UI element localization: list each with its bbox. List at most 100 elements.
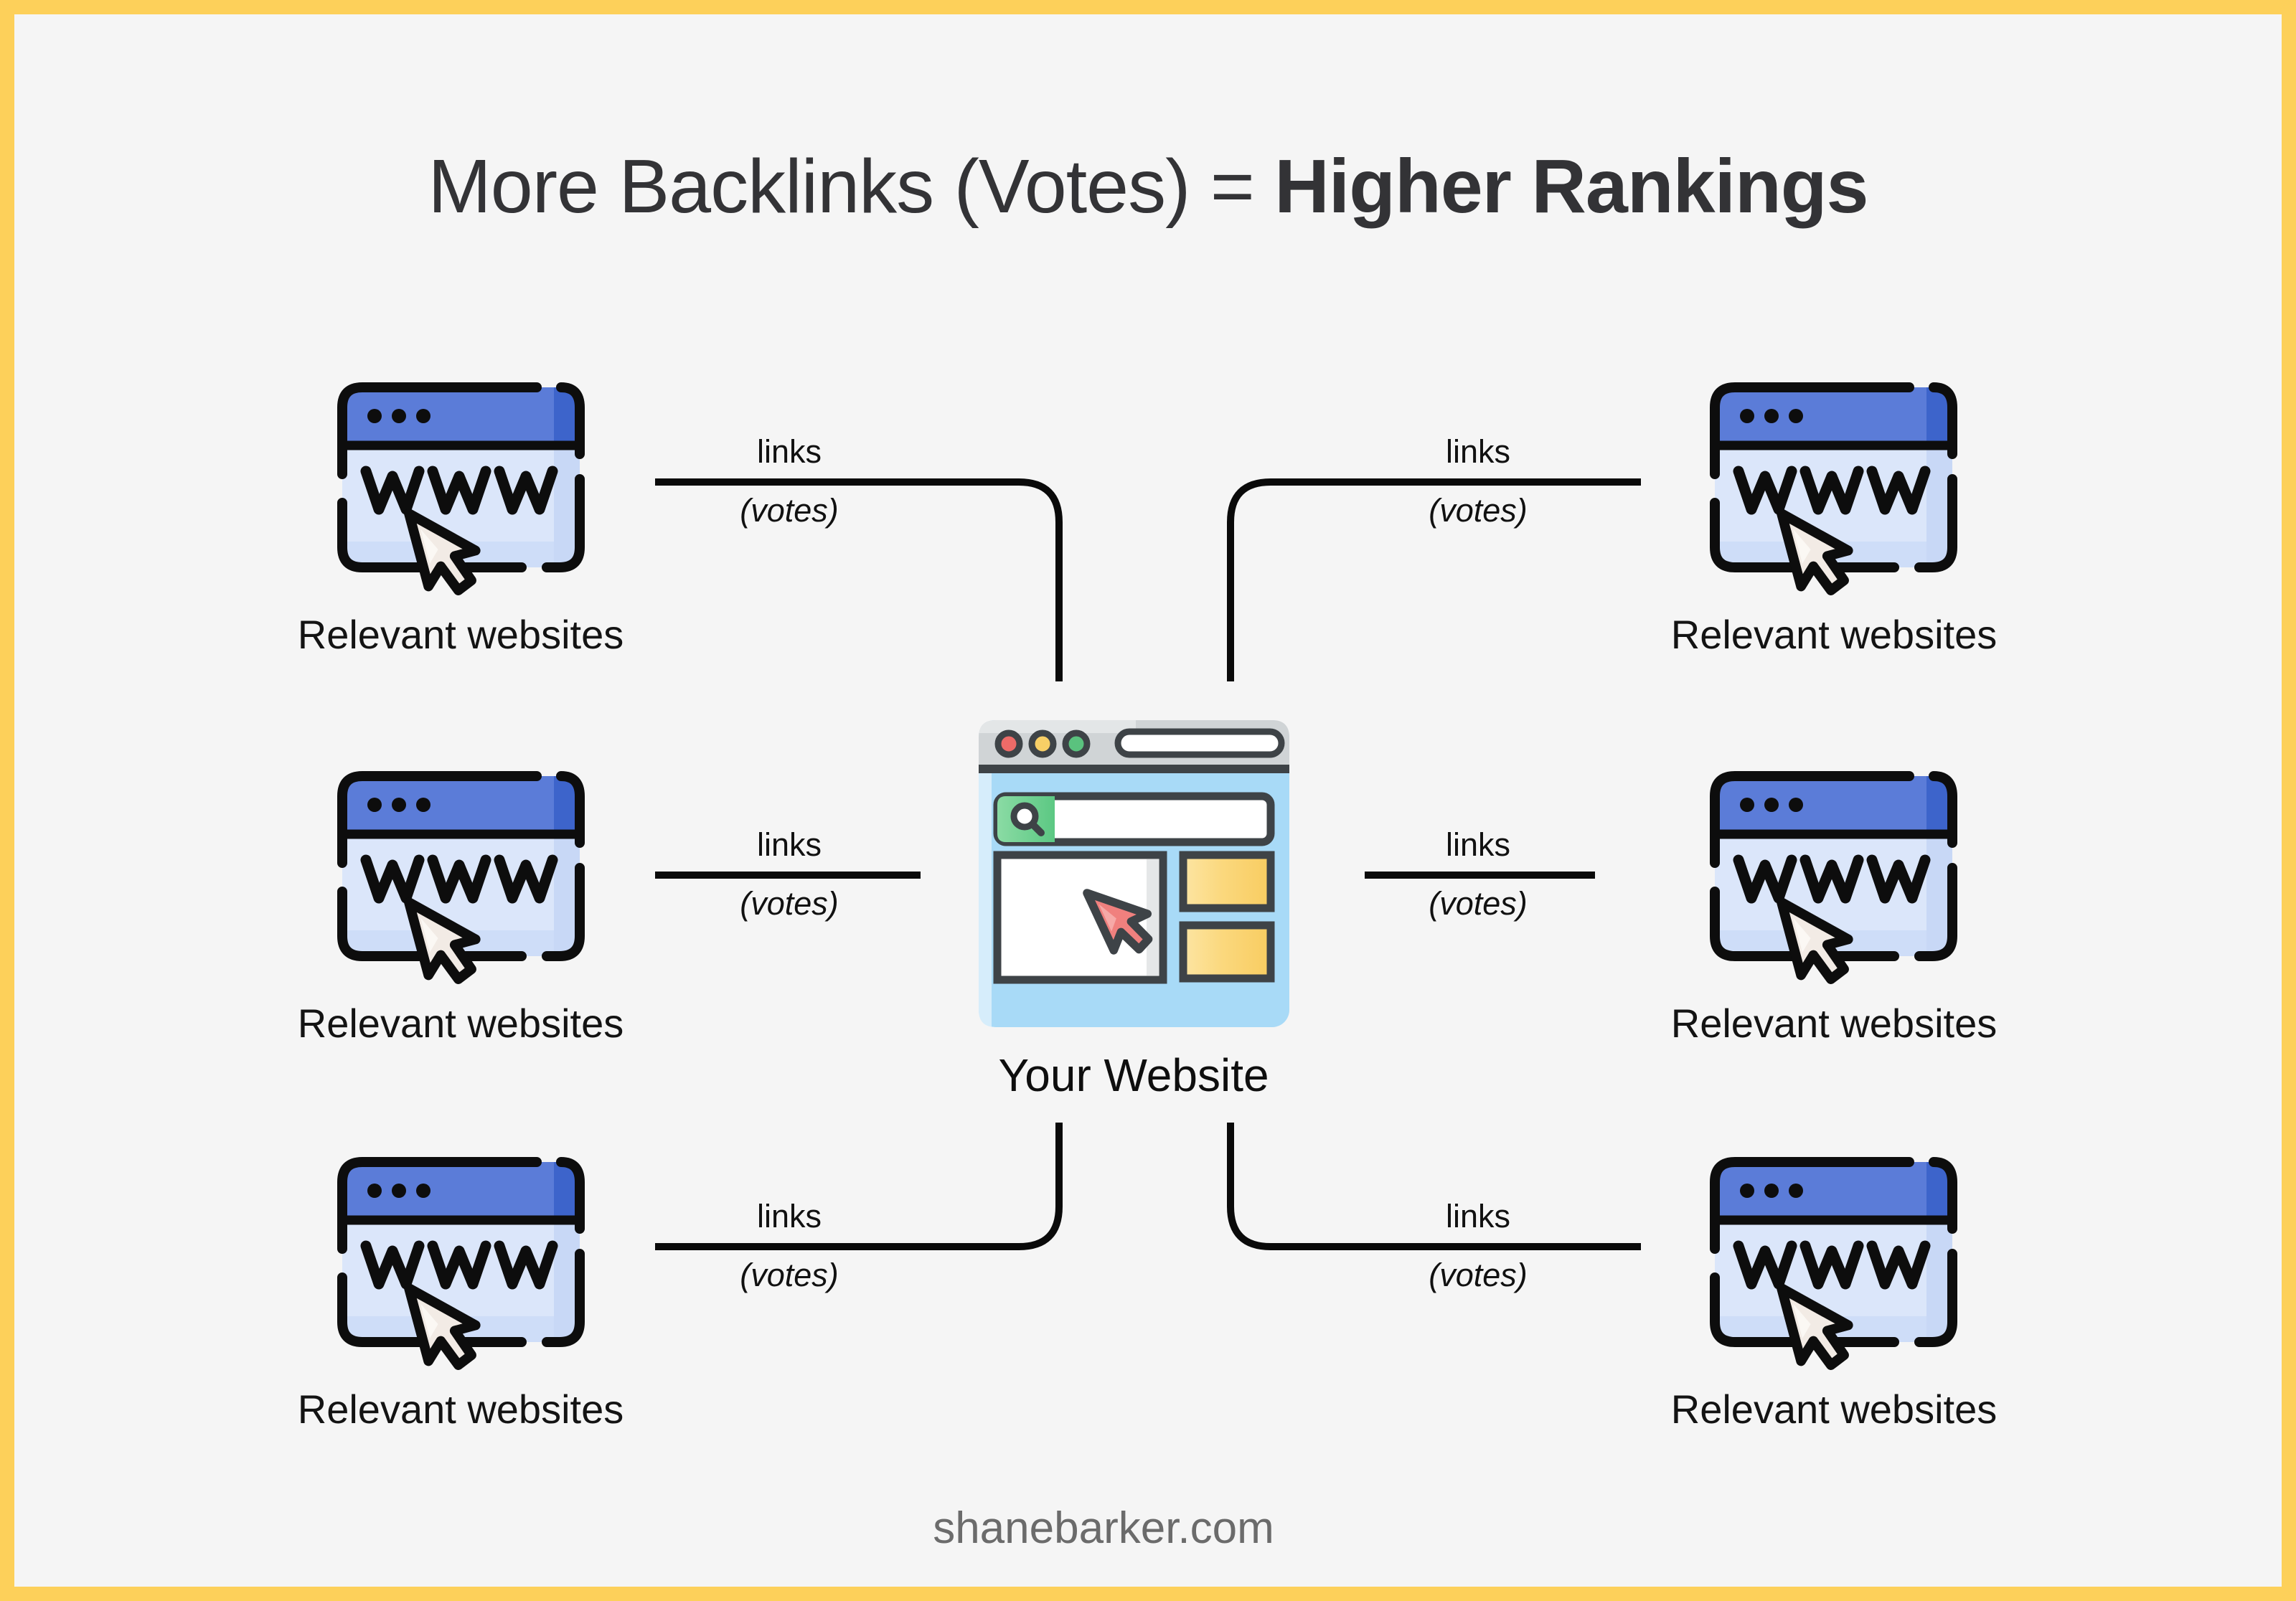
- votes-label: (votes): [740, 1257, 839, 1293]
- relevant-website-node-bottom-left: [337, 1157, 585, 1394]
- browser-top-bar-shade: [554, 1162, 580, 1220]
- www-text-glyph: [1733, 1240, 1931, 1290]
- relevant-website-node-middle-right: [1710, 771, 1957, 1008]
- browser-top-bar-shade: [554, 776, 580, 834]
- page-title-bold: Higher Rankings: [1274, 144, 1868, 229]
- your-website-icon: [979, 720, 1289, 1027]
- window-dot-icon: [1740, 798, 1754, 812]
- cursor-arrow-icon: [1777, 509, 1853, 595]
- window-dot-icon: [1789, 1184, 1803, 1198]
- browser-outline: [1710, 382, 1957, 572]
- footer-brand: shanebarker.com: [933, 1503, 1274, 1553]
- www-text-glyph: [360, 854, 558, 904]
- window-dot-icon: [1740, 1184, 1754, 1198]
- window-dot-icon: [1764, 409, 1779, 423]
- edge-sublabel-bottom-right: (votes): [1327, 1257, 1629, 1294]
- votes-label: (votes): [1429, 492, 1528, 529]
- connector-top-right: [1227, 478, 1641, 681]
- sidebar-panel: [1179, 921, 1275, 983]
- edge-label-bottom-right: links: [1327, 1198, 1629, 1235]
- edge-label-middle-right: links: [1327, 826, 1629, 864]
- node-label: Relevant websites: [297, 612, 624, 657]
- window-dot-green-icon: [1062, 729, 1091, 758]
- votes-label: (votes): [1429, 1257, 1528, 1293]
- www-browser-icon: [337, 382, 585, 595]
- sidebar-panel: [1179, 851, 1275, 912]
- browser-right-strip: [1926, 1220, 1952, 1342]
- window-dot-icon: [1740, 409, 1754, 423]
- browser-right-strip: [554, 445, 580, 567]
- window-dot-icon: [367, 409, 382, 423]
- your-website-node: [974, 716, 1294, 1031]
- www-text-glyph: [360, 466, 558, 515]
- www-browser-icon: [337, 1157, 585, 1370]
- window-dot-yellow-icon: [1028, 729, 1057, 758]
- window-dot-icon: [392, 1184, 406, 1198]
- www-browser-icon: [1710, 1157, 1957, 1370]
- browser-right-strip: [1926, 445, 1952, 567]
- window-dot-icon: [1764, 1184, 1779, 1198]
- relevant-website-node-middle-left: [337, 771, 585, 1008]
- browser-outline: [1710, 1157, 1957, 1347]
- edge-sublabel-bottom-left: (votes): [639, 1257, 940, 1294]
- browser-top-bar-shade: [1926, 776, 1952, 834]
- search-icon: [1010, 802, 1045, 836]
- www-browser-icon: [1710, 771, 1957, 984]
- edge-label-top-left: links: [639, 433, 940, 471]
- cursor-arrow-icon: [1083, 889, 1153, 955]
- browser-right-strip: [554, 1220, 580, 1342]
- connector-bottom-right: [1227, 1123, 1641, 1250]
- node-label: Relevant websites: [297, 1387, 624, 1432]
- node-label: Relevant websites: [297, 1001, 624, 1046]
- cursor-arrow-icon: [404, 897, 481, 984]
- browser-top-bar-shade: [554, 387, 580, 445]
- edge-label-top-right: links: [1327, 433, 1629, 471]
- browser-right-strip: [1926, 834, 1952, 956]
- browser-outline: [1710, 771, 1957, 961]
- links-label: links: [756, 433, 822, 470]
- cursor-arrow-icon: [1777, 897, 1853, 984]
- browser-top-bar: [342, 776, 580, 834]
- www-text-glyph: [1733, 466, 1931, 515]
- window-dot-red-icon: [994, 729, 1023, 758]
- window-dot-icon: [416, 798, 430, 812]
- edge-label-bottom-left: links: [639, 1198, 940, 1235]
- www-text-glyph: [360, 1240, 558, 1290]
- links-label: links: [1445, 1198, 1511, 1234]
- browser-top-bar: [1715, 387, 1952, 445]
- relevant-website-node-top-right: [1710, 382, 1957, 619]
- content-panel-shade: [1147, 859, 1159, 976]
- browser-top-bar: [1715, 1162, 1952, 1220]
- connector-bottom-left: [655, 1123, 1063, 1250]
- connector-top-left: [655, 478, 1063, 681]
- browser-top-bar: [342, 387, 580, 445]
- votes-label: (votes): [740, 885, 839, 922]
- cursor-arrow-icon: [1777, 1283, 1853, 1370]
- votes-label: (votes): [1429, 885, 1528, 922]
- edge-sublabel-middle-right: (votes): [1327, 885, 1629, 922]
- window-dot-icon: [1764, 798, 1779, 812]
- browser-outline: [337, 382, 585, 572]
- edge-sublabel-top-right: (votes): [1327, 492, 1629, 529]
- window-dot-icon: [392, 409, 406, 423]
- edge-sublabel-middle-left: (votes): [639, 885, 940, 922]
- site-top-bar-highlight: [979, 720, 1136, 737]
- cursor-arrow-icon: [404, 509, 481, 595]
- edge-sublabel-top-left: (votes): [639, 492, 940, 529]
- window-dot-icon: [392, 798, 406, 812]
- browser-outline: [337, 771, 585, 961]
- www-text-glyph: [1733, 854, 1931, 904]
- links-label: links: [756, 1198, 822, 1234]
- links-label: links: [756, 826, 822, 863]
- center-node-label: Your Website: [998, 1049, 1269, 1101]
- www-browser-icon: [337, 771, 585, 984]
- links-label: links: [1445, 826, 1511, 863]
- window-dot-icon: [1789, 409, 1803, 423]
- relevant-website-node-bottom-right: [1710, 1157, 1957, 1394]
- page-title-regular: More Backlinks (Votes) =: [428, 144, 1275, 229]
- site-body-highlight: [979, 720, 996, 1027]
- window-dot-icon: [367, 1184, 382, 1198]
- browser-right-strip: [554, 834, 580, 956]
- relevant-website-node-top-left: [337, 382, 585, 619]
